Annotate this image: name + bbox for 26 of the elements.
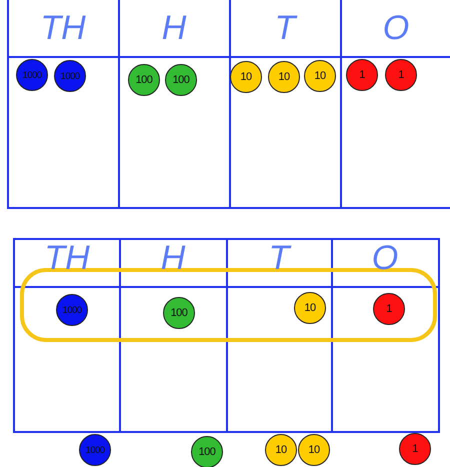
place-value-counter: 10 (268, 61, 300, 93)
column-header: TH (39, 8, 87, 48)
place-value-counter: 1000 (54, 60, 86, 92)
place-value-counter: 10 (265, 434, 297, 466)
place-value-counter: 100 (165, 64, 197, 96)
place-value-counter: 1000 (79, 434, 111, 466)
column-header: H (160, 8, 188, 48)
place-value-counter: 1000 (56, 294, 88, 326)
place-value-counter: 100 (128, 64, 160, 96)
place-value-counter: 1 (346, 59, 378, 91)
place-value-counter: 1 (399, 433, 431, 465)
place-value-counter: 1000 (16, 59, 48, 91)
column-header: T (268, 238, 292, 278)
place-value-counter: 100 (191, 436, 223, 467)
place-value-counter: 10 (230, 61, 262, 93)
column-header: TH (43, 238, 91, 278)
place-value-counter: 100 (163, 297, 195, 329)
place-value-counter: 10 (304, 60, 336, 92)
column-header: T (274, 8, 298, 48)
place-value-counter: 10 (298, 434, 330, 466)
column-header: O (370, 238, 400, 278)
column-header: H (160, 238, 186, 278)
place-value-counter: 1 (373, 293, 405, 325)
place-value-counter: 10 (294, 292, 326, 324)
place-value-counter: 1 (385, 59, 417, 91)
column-header: O (382, 8, 410, 48)
